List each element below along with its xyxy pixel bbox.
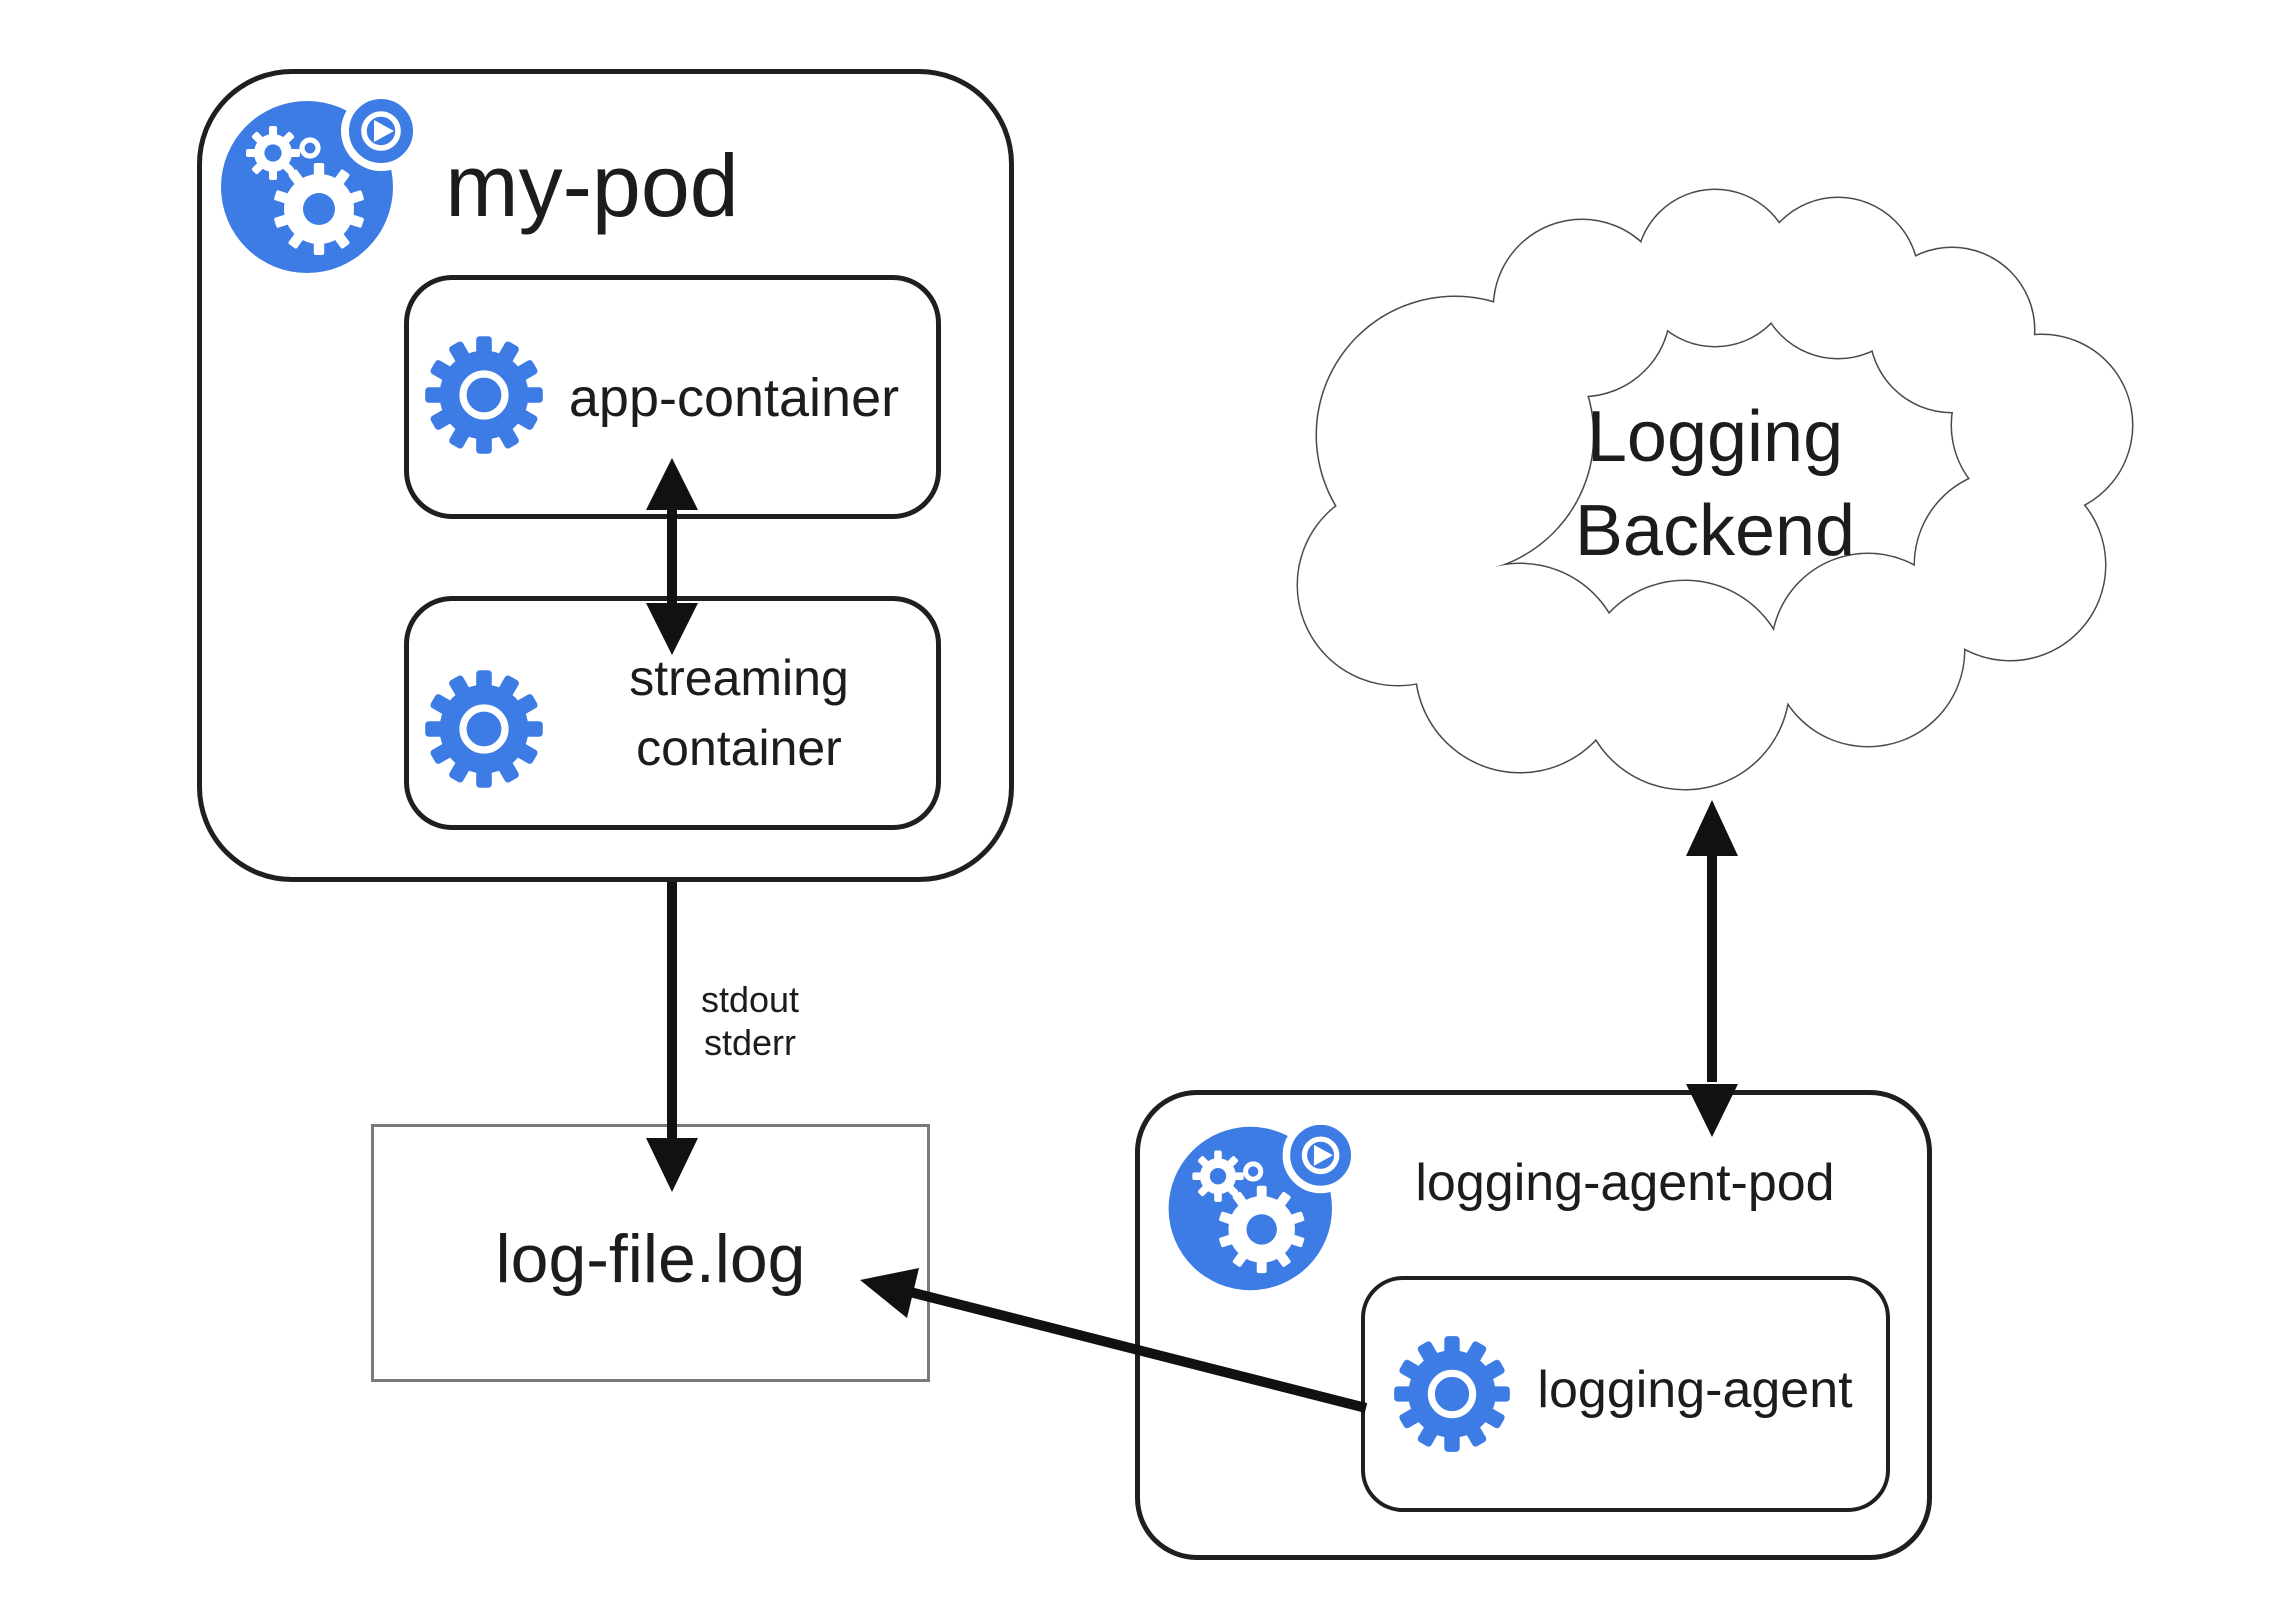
arrow-cloud-agentpod [1686, 800, 1738, 1137]
logging-backend-label: Logging Backend [1574, 397, 1856, 571]
log-file-label: log-file.log [495, 1221, 806, 1297]
app-container-label: app-container [568, 368, 900, 428]
my-pod-label: my-pod [445, 136, 739, 235]
log-file-box: log-file.log [371, 1124, 930, 1382]
logging-agent-label: logging-agent [1537, 1361, 1853, 1419]
logging-agent-pod-label: logging-agent-pod [1415, 1154, 1835, 1212]
streaming-container-label: streaming container [629, 650, 849, 776]
my-pod-box: my-pod app-container streaming container [197, 69, 1014, 882]
container-gear-icon [1393, 1335, 1511, 1453]
streaming-container-box: streaming container [404, 596, 941, 830]
stdout-stderr-label: stdout stderr [700, 979, 800, 1063]
logging-agent-box: logging-agent [1361, 1276, 1890, 1512]
container-gear-icon [424, 669, 544, 789]
container-gear-icon [424, 335, 544, 455]
app-container-box: app-container [404, 275, 941, 519]
kubernetes-pod-icon [1161, 1104, 1389, 1313]
logging-agent-pod-box: logging-agent-pod logging-agent [1135, 1090, 1932, 1560]
